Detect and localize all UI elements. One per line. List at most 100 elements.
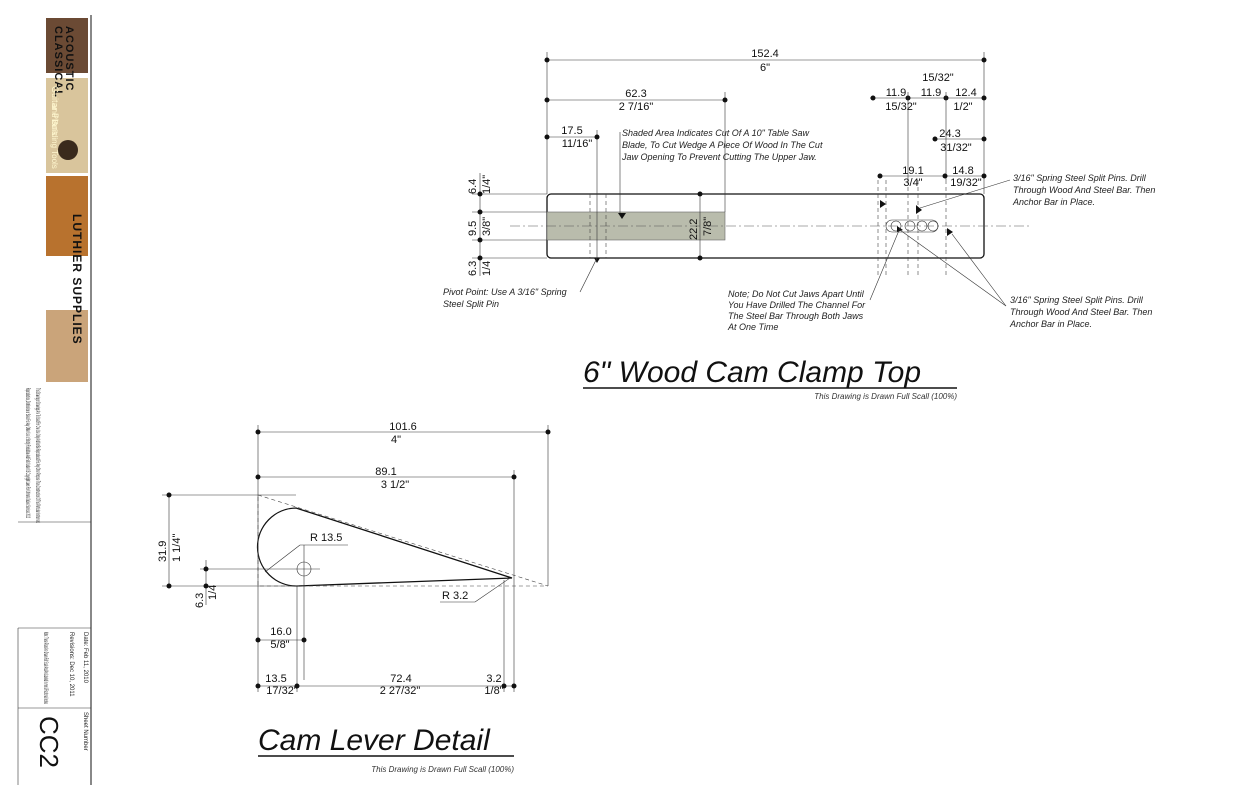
sheet-number-label: Sheet Number (82, 712, 88, 751)
dim-d-in: 31/32" (940, 142, 972, 154)
leader-line (951, 233, 1007, 307)
dim-radius-large: R 13.5 (310, 532, 342, 544)
dim-overall-in: 6" (760, 62, 770, 74)
dim-dot (166, 583, 172, 589)
dim-c-in: 1/2" (953, 101, 972, 113)
dim-dot (981, 173, 987, 179)
note-cut-jaws-3: The Steel Bar Through Both Jaws (728, 311, 864, 321)
dim-bottom-3-mm: 3.2 (486, 673, 501, 685)
dim-dot (255, 474, 261, 480)
clamp-top-subtitle: This Drawing is Drawn Full Scall (100%) (814, 392, 957, 401)
dim-hole-in: 5/8" (270, 639, 289, 651)
cam-envelope (257, 494, 549, 587)
dim-bottom-1-mm: 13.5 (265, 673, 286, 685)
pin-hole (916, 220, 928, 232)
dim-dot (166, 492, 172, 498)
cam-lever-subtitle: This Drawing is Drawn Full Scall (100%) (371, 765, 514, 774)
dim-f-in: 19/32" (950, 177, 982, 189)
pin-marker (880, 200, 886, 208)
clamp-top-title: 6" Wood Cam Clamp Top (583, 356, 921, 389)
pin-hole (904, 220, 916, 232)
note-pins-top-3: Anchor Bar in Place. (1012, 197, 1095, 207)
title-block: ACOUSTIC CLASSICAL Guitar Plans and Buil… (17, 15, 92, 785)
note-cut-jaws-2: You Have Drilled The Channel For (728, 300, 866, 310)
wood-photo (46, 176, 88, 256)
dim-dot (942, 173, 948, 179)
soundhole-graphic (58, 140, 78, 160)
dim-bottom-1-in: 17/32" (266, 685, 298, 697)
dim-dot (870, 95, 876, 101)
dim-dot (255, 429, 261, 435)
dim-dot (544, 57, 550, 63)
dim-lever-overall-in: 4" (391, 434, 401, 446)
note-shaded-1: Shaded Area Indicates Cut Of A 10" Table… (622, 128, 809, 138)
pin-hole (927, 220, 939, 232)
dim-dot (932, 136, 938, 142)
tools-photo (46, 310, 88, 382)
dim-lever-length-in: 3 1/2" (381, 479, 409, 491)
note-pivot-2: Steel Split Pin (443, 299, 499, 309)
dim-bottom-2-in: 2 27/32" (380, 685, 421, 697)
dim-a-in: 15/32" (885, 101, 917, 113)
leader-line (869, 227, 901, 301)
dim-dot (301, 637, 307, 643)
brand-line-2: CLASSICAL (52, 26, 64, 98)
dim-pivot-in: 11/16" (562, 138, 593, 150)
note-pins-top-2: Through Wood And Steel Bar. Then (1013, 185, 1155, 195)
dim-15-32: 15/32" (922, 72, 954, 84)
dim-dot (981, 136, 987, 142)
sheet-number: CC2 (34, 716, 64, 768)
leader-line (919, 179, 1011, 209)
dim-offset-mm: 6.3 (194, 593, 206, 608)
dim-dot (255, 683, 261, 689)
clamp-top-drawing: 152.4 6" 62.3 2 7/16" 17.5 11/16" 15/32"… (443, 48, 1155, 401)
dim-offset-in: 1/4 (207, 585, 219, 600)
dim-h2-in: 3/8" (481, 217, 493, 236)
dim-dot (501, 683, 507, 689)
dim-lever-height-in: 1 1/4" (171, 534, 183, 562)
dim-h1-mm: 6.4 (467, 179, 479, 194)
dim-dot (545, 429, 551, 435)
radius-leader (264, 544, 301, 573)
dim-dot (203, 583, 209, 589)
dim-h3-mm: 6.3 (467, 261, 479, 276)
pivot-marker (594, 258, 600, 263)
dim-cut-mm: 62.3 (625, 88, 646, 100)
dim-dot (477, 255, 483, 261)
dim-dot (477, 209, 483, 215)
dim-depth-in: 7/8" (702, 217, 714, 236)
note-pins-bottom-1: 3/16" Spring Steel Split Pins. Drill (1010, 295, 1144, 305)
dim-overall-mm: 152.4 (751, 48, 779, 60)
dim-dot (722, 97, 728, 103)
dim-a-mm: 11.9 (886, 87, 907, 99)
pin-hole (890, 220, 902, 232)
note-cut-jaws-4: At One Time (727, 322, 778, 332)
note-pins-bottom-2: Through Wood And Steel Bar. Then (1010, 307, 1152, 317)
note-pins-top-1: 3/16" Spring Steel Split Pins. Drill (1013, 173, 1147, 183)
dim-hole-mm: 16.0 (270, 626, 291, 638)
radius-leader (474, 577, 511, 603)
dim-f-mm: 14.8 (952, 165, 973, 177)
dim-dot (477, 237, 483, 243)
note-shaded-2: Blade, To Cut Wedge A Piece Of Wood In T… (622, 140, 823, 150)
dim-h1-in: 1/4" (481, 175, 493, 194)
dim-lever-overall-mm: 101.6 (389, 421, 417, 433)
dim-bottom-2-mm: 72.4 (390, 673, 411, 685)
dim-radius-small: R 3.2 (442, 590, 468, 602)
dim-dot (594, 134, 600, 140)
dim-dot (697, 255, 703, 261)
legal-text-1: This Drawing or Drawings Are To Used For… (34, 388, 40, 523)
note-pins-bottom-3: Anchor Bar in Place. (1009, 319, 1092, 329)
dim-h3-in: 1/4 (481, 261, 493, 276)
dim-dot (511, 474, 517, 480)
note-cut-jaws-1: Note; Do Not Cut Jaws Apart Until (728, 289, 865, 299)
pin-marker (916, 205, 922, 214)
brand-main: LUTHIER SUPPLIES (70, 214, 84, 345)
cam-lever-drawing: 101.6 4" 89.1 3 1/2" 31.9 1 1/4" 6.3 1/4… (157, 421, 551, 774)
dim-lever-length-mm: 89.1 (375, 466, 396, 478)
dim-dot (203, 566, 209, 572)
leader-line (579, 257, 598, 293)
legal-text-2: Reproduction, Distribution or Sales For … (24, 388, 30, 518)
dim-cut-in: 2 7/16" (619, 101, 654, 113)
